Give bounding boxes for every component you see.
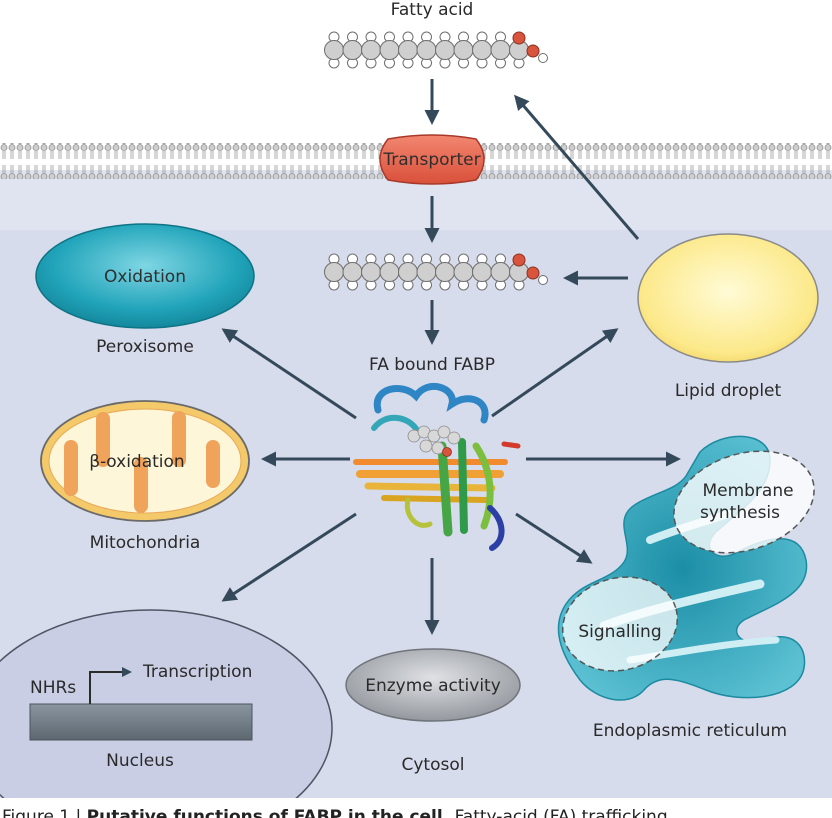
fatty-acid-molecule-cytosol xyxy=(324,253,548,291)
endoplasmic-reticulum-label: Endoplasmic reticulum xyxy=(593,721,787,741)
signalling-label: Signalling xyxy=(578,622,661,642)
mitochondria-label: Mitochondria xyxy=(90,533,201,553)
caption-prefix: Figure 1 | xyxy=(2,807,87,818)
dna-strand xyxy=(29,703,253,741)
transcription-arrow xyxy=(89,667,132,704)
arrow-fabp-to-peroxisome xyxy=(221,328,357,420)
caption-bold: Putative functions of FABP in the cell. xyxy=(87,807,450,818)
enzyme-activity-label: Enzyme activity xyxy=(365,676,501,696)
lipid-droplet-label: Lipid droplet xyxy=(675,381,782,401)
arrow-fabp-to-nucleus xyxy=(221,512,357,602)
transcription-label: Transcription xyxy=(142,662,252,682)
membrane-synthesis-label-line1: Membrane xyxy=(702,481,793,501)
arrow-fabp-to-signalling xyxy=(515,512,593,564)
nucleus-label: Nucleus xyxy=(106,751,174,771)
membrane-synthesis-label-line2: synthesis xyxy=(700,503,780,523)
fa-bound-fabp-label: FA bound FABP xyxy=(369,355,495,375)
transporter-protein xyxy=(379,134,485,185)
fabp-protein xyxy=(353,383,521,551)
peroxisome-label: Peroxisome xyxy=(96,337,194,357)
caption-rest: Fatty-acid (FA) trafficking xyxy=(449,807,667,818)
lipid-droplet-organelle xyxy=(637,233,819,363)
mitochondria-organelle xyxy=(40,400,250,522)
enzyme-shape xyxy=(345,648,521,722)
fatty-acid-label: Fatty acid xyxy=(391,0,474,20)
transporter-label: Transporter xyxy=(382,150,480,170)
nhrs-label: NHRs xyxy=(30,678,76,698)
peroxisome-organelle xyxy=(35,223,255,329)
figure-caption: Figure 1 | Putative functions of FABP in… xyxy=(2,807,668,818)
signalling-region xyxy=(561,576,679,672)
fatty-acid-molecule xyxy=(324,31,548,69)
membrane-synthesis-region xyxy=(673,450,815,554)
arrow-fabp-to-lipid-droplet xyxy=(491,328,619,418)
oxidation-label: Oxidation xyxy=(104,267,186,287)
beta-oxidation-label: β-oxidation xyxy=(89,452,184,472)
cytosol-label: Cytosol xyxy=(402,755,465,775)
arrow-droplet-to-fatty-acid xyxy=(514,94,640,240)
